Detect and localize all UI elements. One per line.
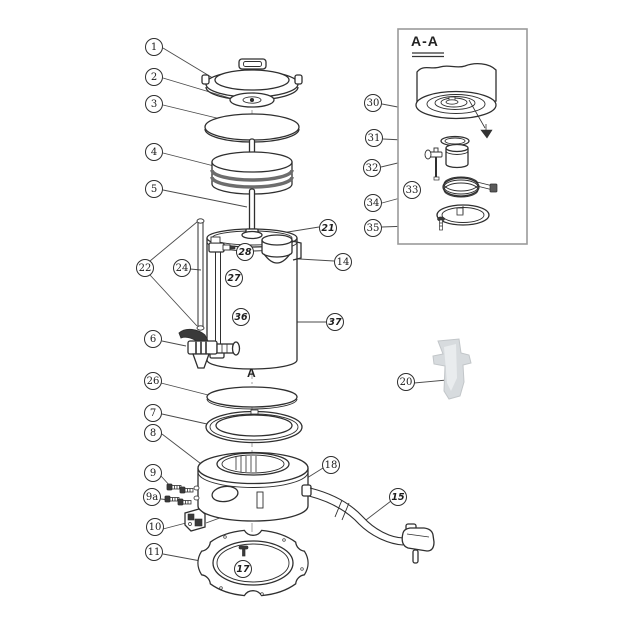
section-view-label: A-A — [411, 33, 439, 49]
part-bottom-plate — [197, 529, 309, 597]
callout-15: 15 — [389, 488, 407, 506]
inset-valve — [424, 147, 443, 160]
inset-cup — [445, 143, 469, 169]
part-gasket-disc — [206, 386, 298, 410]
inset-bottom-plate — [436, 204, 490, 231]
callout-1: 1 — [145, 38, 163, 56]
callout-17: 17 — [234, 560, 252, 578]
callout-11: 11 — [145, 543, 163, 561]
part-base-screw-17 — [238, 545, 249, 557]
part-screws-9 — [166, 483, 194, 494]
part-lid — [201, 58, 303, 101]
callout-24: 24 — [173, 259, 191, 277]
callout-9a: 9a — [143, 488, 161, 506]
callout-9: 9 — [144, 464, 162, 482]
callout-3: 3 — [145, 95, 163, 113]
part-lid-inner-disc — [229, 92, 275, 108]
callout-10: 10 — [146, 518, 164, 536]
callout-18: 18 — [322, 456, 340, 474]
callout-36: 36 — [232, 308, 250, 326]
inset-tank-bottom — [415, 63, 497, 139]
part-grey-accessory — [432, 338, 472, 400]
callout-20: 20 — [397, 373, 415, 391]
callout-4: 4 — [145, 143, 163, 161]
callout-35: 35 — [364, 219, 382, 237]
callout-34: 34 — [364, 194, 382, 212]
callout-30: 30 — [364, 94, 382, 112]
callout-32: 32 — [363, 159, 381, 177]
callout-33: 33 — [403, 181, 421, 199]
part-faucet — [178, 328, 241, 369]
part-power-plug — [401, 523, 435, 564]
callout-21: 21 — [319, 219, 337, 237]
part-heater-base — [193, 451, 312, 522]
callout-22: 22 — [136, 259, 154, 277]
callout-31: 31 — [365, 129, 383, 147]
part-thermostat-bracket — [184, 508, 206, 532]
callout-28: 28 — [236, 243, 254, 261]
callout-37: 37 — [326, 313, 344, 331]
inset-heating-coil — [442, 176, 498, 198]
callout-5: 5 — [145, 180, 163, 198]
inset-rod — [433, 157, 440, 181]
part-seal-ring — [205, 409, 303, 444]
callout-7: 7 — [144, 404, 162, 422]
part-spare-glass-tube — [196, 218, 205, 331]
axis-marker-label: A — [247, 366, 256, 380]
callout-8: 8 — [144, 424, 162, 442]
part-power-cord — [308, 487, 405, 546]
callout-14: 14 — [334, 253, 352, 271]
callout-6: 6 — [144, 330, 162, 348]
part-float-drum — [210, 138, 294, 195]
part-screws-9a — [164, 495, 192, 506]
callout-27: 27 — [225, 269, 243, 287]
callout-26: 26 — [144, 372, 162, 390]
callout-2: 2 — [145, 68, 163, 86]
